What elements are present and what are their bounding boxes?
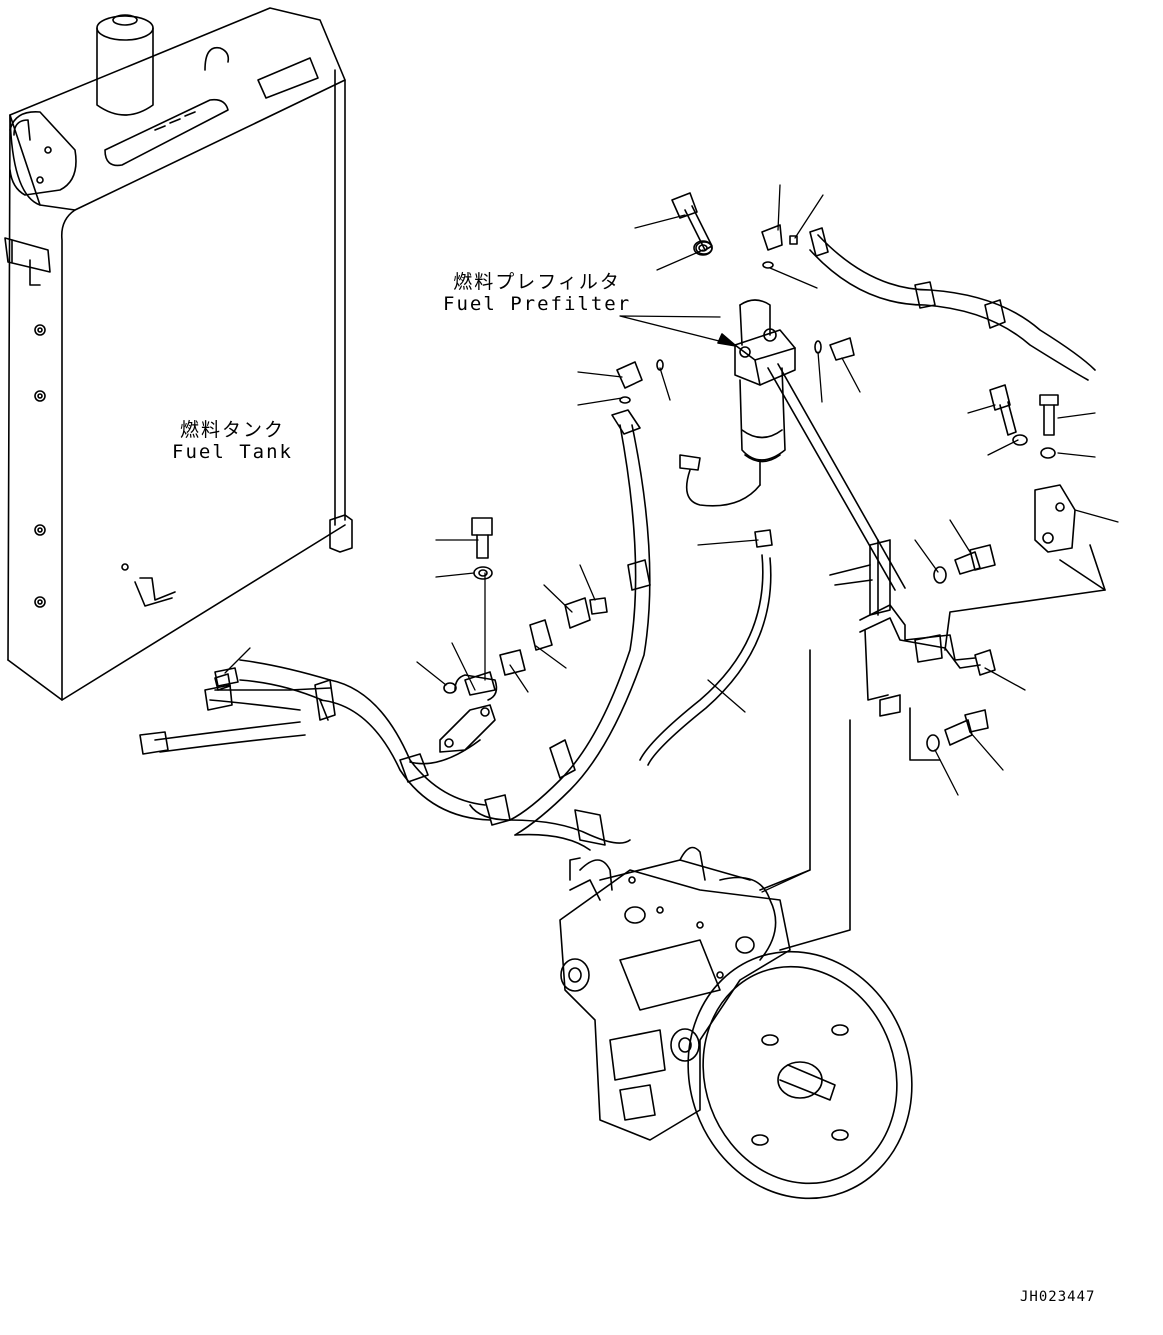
fuel-tank-label-ja: 燃料タンク: [179, 419, 285, 441]
fuel-tank-label-en: Fuel Tank: [172, 440, 293, 463]
filter-line: [760, 364, 1105, 950]
bracket-assembly: [830, 485, 1075, 716]
leader-lines: [225, 185, 1118, 892]
fuel-prefilter-label-en: Fuel Prefilter: [443, 292, 632, 315]
fuel-prefilter-label-ja: 燃料プレフィルタ: [453, 271, 621, 293]
fasteners: [215, 193, 1058, 751]
fuel-tank: [5, 8, 352, 700]
fuel-hose-route: [140, 410, 650, 850]
fuel-prefilter-label: 燃料プレフィルタ Fuel Prefilter: [443, 271, 632, 316]
fuel-prefilter: [680, 300, 795, 506]
callout-arrowhead: [718, 334, 736, 346]
return-hose: [810, 228, 1095, 380]
drain-hose: [640, 555, 771, 765]
fuel-tank-label: 燃料タンク Fuel Tank: [172, 419, 293, 464]
drawing-code: JH023447: [1020, 1289, 1096, 1305]
hydraulic-pump: [560, 848, 946, 1231]
